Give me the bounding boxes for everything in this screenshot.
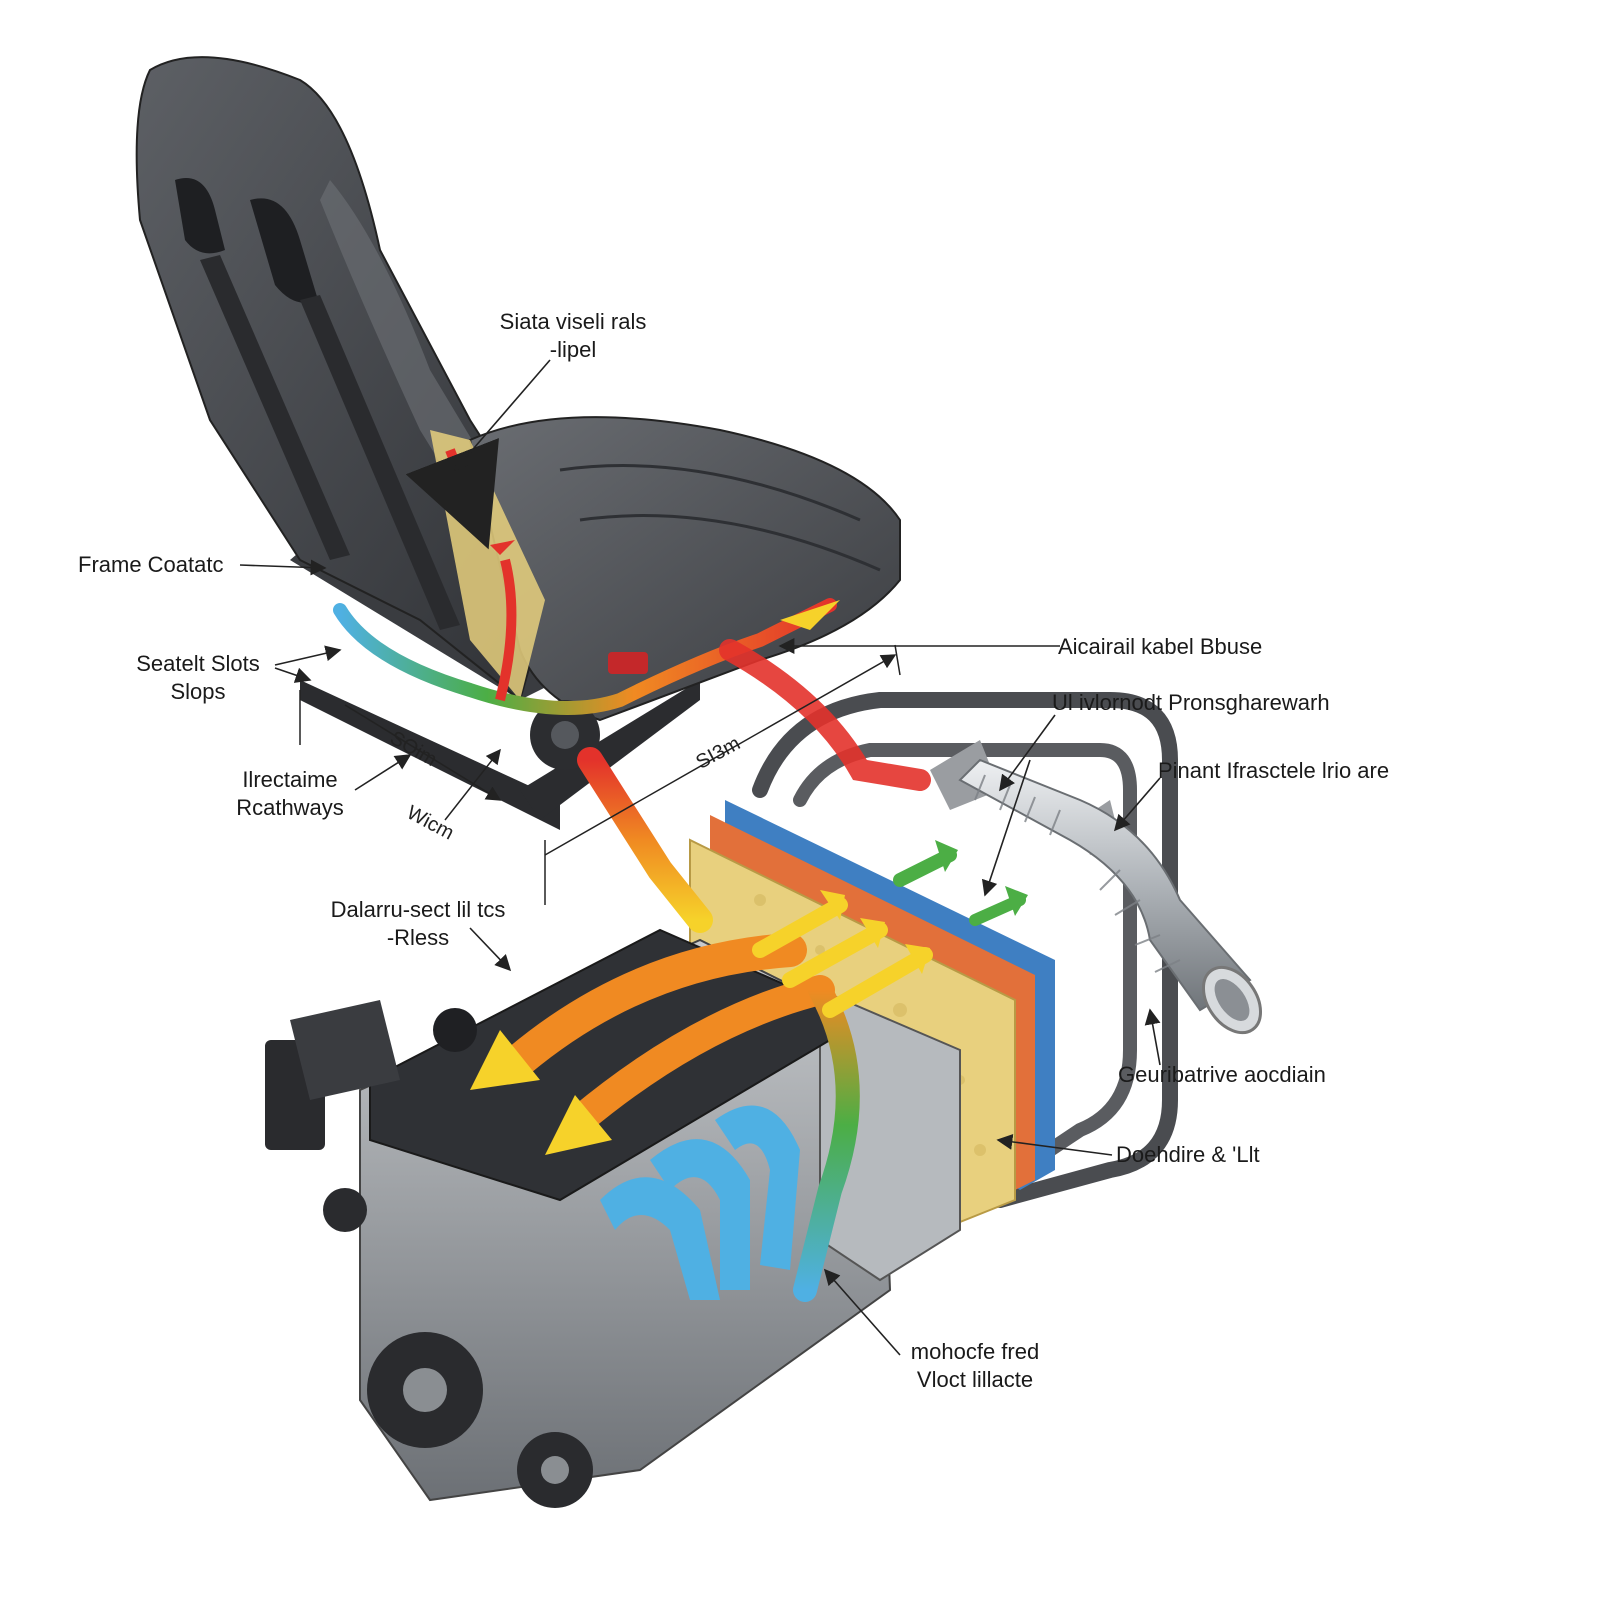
leader-line-arrow xyxy=(239,359,1161,1356)
label-double-layer: Doehdire & 'Llt xyxy=(1116,1142,1260,1167)
label-damper-line2: -Rless xyxy=(386,925,450,950)
label-damper-line1: Dalarru-sect lil tcs xyxy=(330,897,506,922)
label-pathways: Ilrectaime Rcathways xyxy=(225,766,355,822)
label-pathways-line1: Ilrectaime xyxy=(242,767,338,792)
label-pathways-line2: Rcathways xyxy=(236,795,344,820)
label-seatbelt-slots-line2: Slops xyxy=(170,679,226,704)
label-air-tunnel: Aicairail kabel Bbuse xyxy=(1058,634,1263,659)
label-generative-cooling: Geuribatrive aocdiain xyxy=(1118,1062,1326,1087)
label-seat-ventilation-line1: Siata viseli rals xyxy=(499,309,647,334)
label-frame-coatings: Frame Coatatc xyxy=(78,552,224,577)
label-exhaust-flow: mohocfe fred Vloct lillacte xyxy=(895,1338,1055,1394)
seat-illustration xyxy=(135,56,901,830)
dimension-lines xyxy=(299,644,901,905)
exhaust-pipe-illustration xyxy=(958,758,1263,1035)
label-heat-shield: Pinant Ifrasctele lrio are xyxy=(1158,758,1390,783)
label-seatbelt-slots-line1: Seatelt Slots xyxy=(136,651,260,676)
label-seatbelt-slots: Seatelt Slots Slops xyxy=(118,650,278,706)
label-damper: Dalarru-sect lil tcs -Rless xyxy=(318,896,518,952)
label-exhaust-flow-line1: mohocfe fred xyxy=(910,1339,1040,1364)
label-seat-ventilation: Siata viseli rals -lipel xyxy=(488,308,658,364)
label-exhaust-flow-line2: Vloct lillacte xyxy=(916,1367,1034,1392)
label-seat-ventilation-line2: -lipel xyxy=(549,337,597,362)
label-rear-ducts: Ul ivlornodt Pronsgharewarh xyxy=(1052,690,1330,715)
heat-flow-arrows xyxy=(470,639,1028,1302)
seat-airflow-channels xyxy=(333,430,840,715)
